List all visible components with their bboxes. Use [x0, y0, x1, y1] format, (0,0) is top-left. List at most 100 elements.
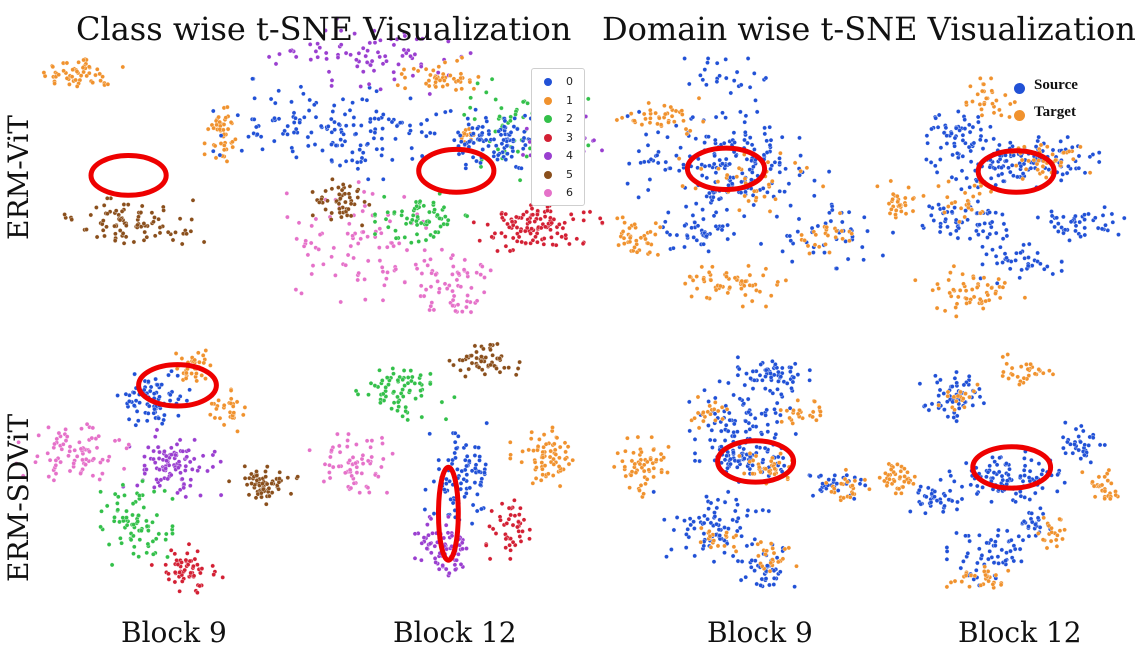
- scatter-point: [767, 582, 772, 588]
- scatter-point: [778, 407, 783, 413]
- scatter-point: [427, 431, 432, 437]
- scatter-point: [655, 160, 661, 166]
- scatter-point: [461, 477, 467, 482]
- scatter-point: [690, 114, 696, 120]
- scatter-point: [977, 386, 982, 392]
- scatter-point: [461, 112, 467, 118]
- scatter-point: [439, 247, 445, 252]
- scatter-point: [713, 224, 719, 229]
- scatter-point: [645, 241, 651, 246]
- scatter-point: [903, 203, 908, 208]
- scatter-point: [154, 512, 160, 518]
- scatter-point: [743, 279, 748, 284]
- scatter-point: [363, 158, 368, 163]
- scatter-point: [491, 154, 497, 159]
- scatter-point: [195, 562, 200, 567]
- scatter-point: [981, 101, 987, 107]
- scatter-point: [636, 148, 642, 154]
- scatter-point: [664, 230, 670, 235]
- scatter-point: [964, 100, 969, 105]
- scatter-point: [956, 109, 961, 114]
- scatter-point: [680, 183, 685, 189]
- scatter-point: [510, 522, 516, 528]
- scatter-point: [674, 232, 680, 238]
- scatter-point: [823, 480, 829, 486]
- scatter-point: [419, 541, 425, 546]
- scatter-point: [136, 554, 141, 559]
- scatter-point: [497, 114, 502, 119]
- scatter-point: [549, 235, 554, 240]
- scatter-point: [829, 489, 834, 495]
- scatter-point: [934, 305, 940, 311]
- legend-item-class-2: 2: [532, 110, 584, 128]
- scatter-point: [78, 73, 84, 78]
- scatter-point: [657, 224, 663, 230]
- scatter-point: [74, 69, 80, 74]
- scatter-point: [628, 111, 634, 116]
- scatter-point: [1011, 558, 1017, 564]
- scatter-point: [820, 184, 826, 189]
- scatter-point: [1000, 285, 1006, 290]
- scatter-point: [777, 170, 783, 175]
- scatter-point: [428, 72, 433, 78]
- scatter-point: [929, 213, 934, 218]
- scatter-point: [488, 347, 493, 353]
- scatter-point: [265, 464, 270, 469]
- scatter-point: [400, 387, 405, 392]
- scatter-point: [942, 308, 948, 314]
- scatter-point: [816, 244, 822, 250]
- scatter-point: [706, 134, 711, 139]
- scatter-point: [711, 213, 717, 219]
- scatter-point: [242, 476, 248, 481]
- scatter-point: [955, 151, 960, 156]
- scatter-point: [557, 483, 563, 489]
- scatter-point: [600, 220, 605, 225]
- scatter-point: [834, 481, 840, 486]
- scatter-point: [651, 466, 657, 471]
- scatter-point: [737, 453, 742, 459]
- scatter-point: [774, 214, 780, 219]
- scatter-point: [671, 245, 676, 251]
- scatter-point: [704, 82, 709, 88]
- scatter-point: [754, 195, 759, 200]
- scatter-point: [711, 538, 717, 543]
- scatter-point: [433, 560, 438, 565]
- scatter-point: [365, 48, 370, 53]
- scatter-point: [465, 116, 471, 121]
- scatter-point: [936, 112, 942, 118]
- scatter-point: [253, 495, 259, 501]
- scatter-point: [409, 145, 414, 151]
- scatter-point: [760, 457, 766, 463]
- scatter-point: [930, 287, 935, 293]
- scatter-point: [954, 301, 960, 307]
- scatter-point: [291, 130, 297, 135]
- scatter-point: [961, 281, 966, 287]
- scatter-point: [1023, 166, 1029, 172]
- scatter-point: [488, 362, 493, 368]
- scatter-point: [790, 421, 795, 426]
- scatter-point: [372, 28, 377, 34]
- scatter-point: [767, 124, 772, 130]
- scatter-point: [689, 225, 694, 231]
- scatter-point: [380, 126, 385, 131]
- scatter-point: [1005, 478, 1010, 483]
- scatter-point: [796, 216, 802, 222]
- scatter-point: [385, 244, 390, 250]
- scatter-point: [244, 482, 250, 487]
- domain-legend: Source Target: [1012, 76, 1122, 128]
- scatter-point: [514, 225, 520, 230]
- scatter-point: [445, 82, 450, 88]
- scatter-point: [413, 262, 419, 267]
- scatter-point: [732, 433, 737, 439]
- scatter-point: [661, 455, 666, 460]
- scatter-point: [722, 457, 728, 463]
- scatter-point: [540, 472, 545, 477]
- scatter-point: [511, 124, 517, 129]
- scatter-point: [429, 550, 434, 556]
- scatter-point: [717, 73, 722, 79]
- scatter-point: [751, 164, 756, 169]
- scatter-point: [382, 53, 388, 59]
- scatter-point: [308, 240, 314, 246]
- scatter-point: [747, 283, 753, 288]
- scatter-point: [754, 444, 759, 450]
